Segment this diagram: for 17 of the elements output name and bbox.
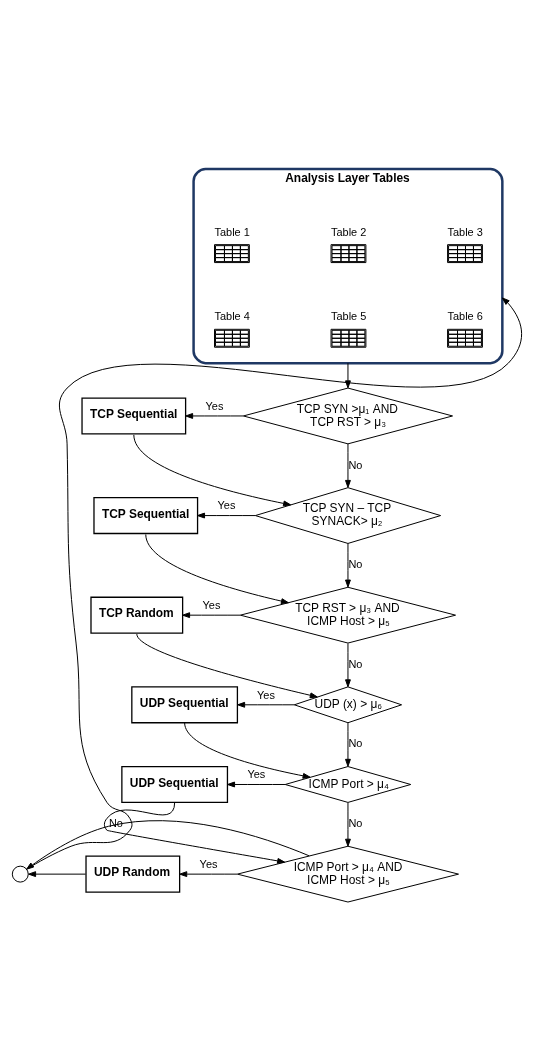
edge-label: Yes xyxy=(202,598,221,611)
node-label: Table 3 xyxy=(447,225,483,238)
node-label: Table 1 xyxy=(214,225,250,238)
edge-label: Yes xyxy=(199,857,218,870)
edge-label: Yes xyxy=(257,688,275,701)
node-label: Table 5 xyxy=(331,310,367,323)
edge-label: No xyxy=(348,458,363,471)
edge-label: No xyxy=(348,817,363,830)
edge-label: Yes xyxy=(217,499,236,512)
edge-label: Yes xyxy=(205,399,224,412)
node-label: Table 4 xyxy=(214,310,250,323)
edge-label: No xyxy=(348,737,363,750)
edge-label: No xyxy=(348,558,363,571)
node-label: Table 6 xyxy=(447,310,483,323)
edge-label: No xyxy=(348,657,363,670)
node-label: Table 2 xyxy=(331,225,367,238)
edge-label: Yes xyxy=(247,768,266,781)
